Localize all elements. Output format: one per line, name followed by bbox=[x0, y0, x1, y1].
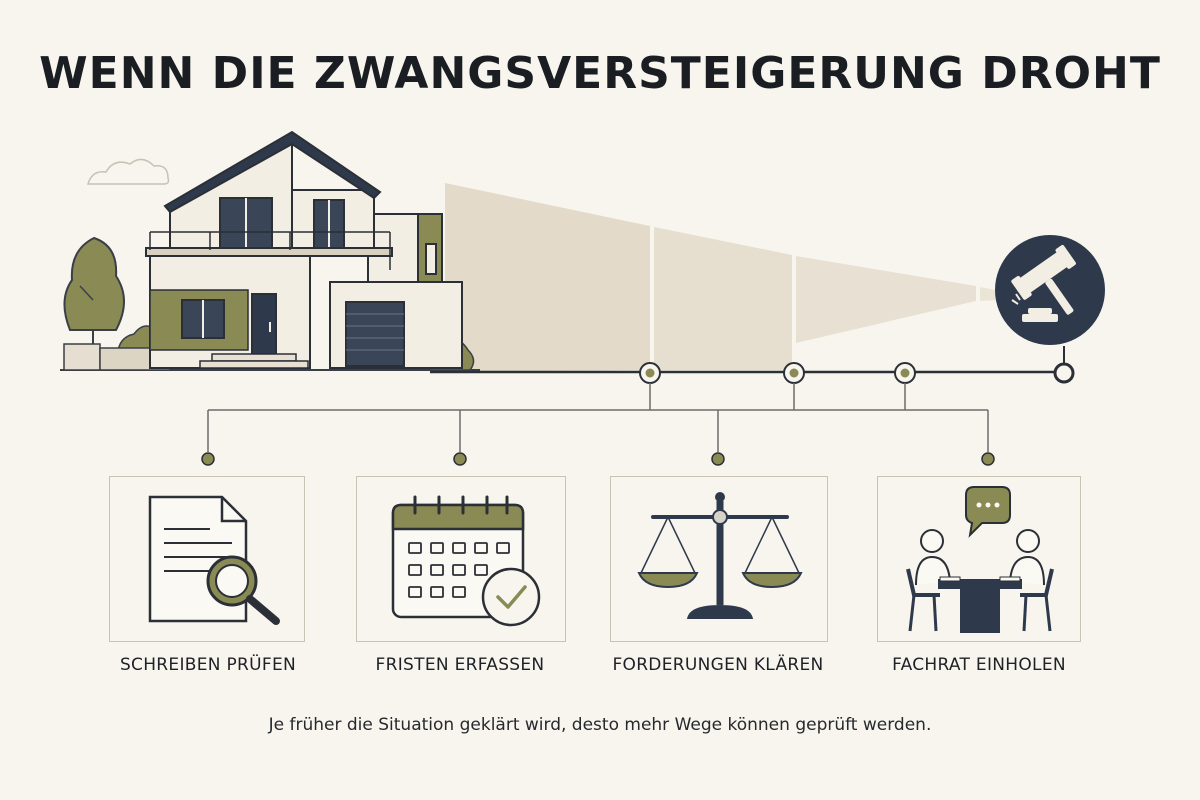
connector-tree bbox=[207, 383, 989, 452]
consultation-icon bbox=[906, 486, 1054, 633]
step-card-schreiben bbox=[109, 476, 305, 642]
gavel-icon bbox=[995, 235, 1105, 345]
connector-dot bbox=[201, 452, 215, 466]
timeline-marker bbox=[894, 362, 916, 384]
connector-dot bbox=[981, 452, 995, 466]
page-title: WENN DIE ZWANGSVERSTEIGERUNG DROHT bbox=[39, 48, 1161, 99]
connector-dot bbox=[711, 452, 725, 466]
step-label-forderungen: FORDERUNGEN KLÄREN bbox=[612, 655, 824, 675]
projection-beam bbox=[445, 183, 1000, 372]
calendar-check-icon bbox=[391, 495, 541, 627]
tree-icon bbox=[63, 236, 125, 345]
cloud-icon bbox=[87, 158, 170, 185]
connector-dot bbox=[453, 452, 467, 466]
caption: Je früher die Situation geklärt wird, de… bbox=[268, 715, 932, 735]
step-card-forderungen bbox=[610, 476, 828, 642]
scales-icon bbox=[637, 492, 803, 619]
timeline-end-marker bbox=[1053, 362, 1075, 384]
document-magnifier-icon bbox=[148, 495, 280, 625]
timeline-marker bbox=[783, 362, 805, 384]
step-label-schreiben: SCHREIBEN PRÜFEN bbox=[119, 655, 297, 675]
house-illustration bbox=[145, 130, 463, 369]
timeline-marker bbox=[639, 362, 661, 384]
step-label-fachrat: FACHRAT EINHOLEN bbox=[892, 655, 1066, 675]
step-label-fristen: FRISTEN ERFASSEN bbox=[375, 655, 545, 675]
step-card-fachrat bbox=[877, 476, 1081, 642]
step-card-fristen bbox=[356, 476, 566, 642]
